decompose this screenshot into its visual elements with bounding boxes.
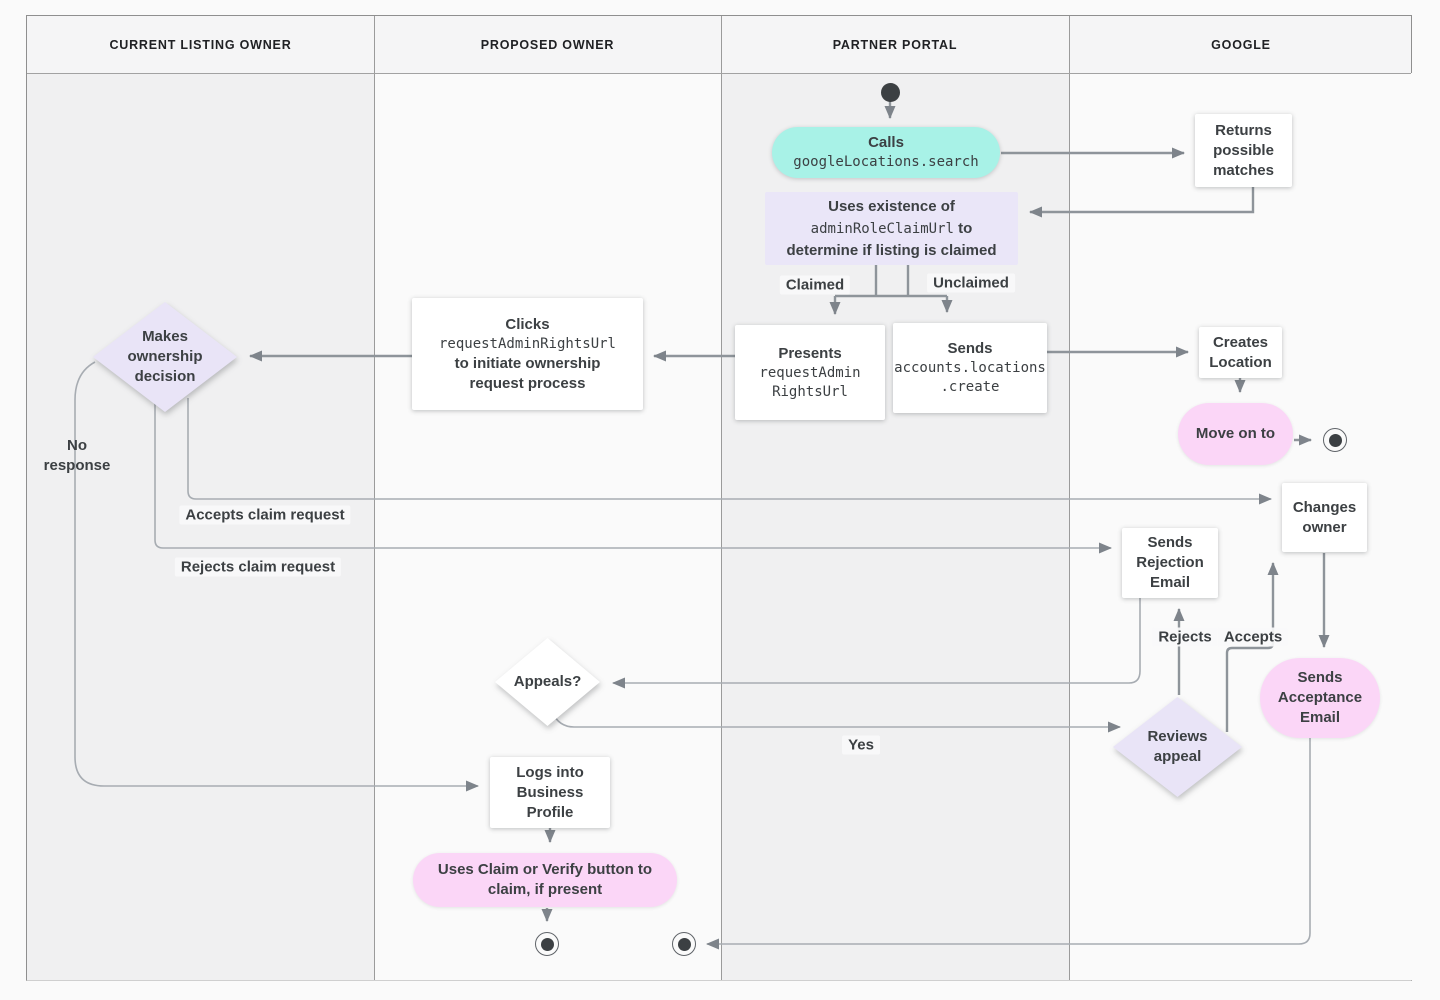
lane-divider — [1069, 16, 1070, 980]
lane-header-partner-portal: PARTNER PORTAL — [832, 37, 958, 52]
reviews-appeal-diamond: Reviews appeal — [1113, 697, 1242, 797]
node-title: Sends — [947, 340, 993, 357]
node-line: determine if listing is claimed — [786, 241, 997, 259]
makes-ownership-decision-diamond: Makes ownership decision — [93, 302, 237, 412]
node-line: Uses existence of — [828, 197, 955, 215]
sends-rejection-email-node: Sends Rejection Email — [1122, 528, 1218, 598]
node-code: adminRoleClaimUrl — [810, 220, 954, 237]
node-code: requestAdmin — [759, 364, 861, 381]
lane-header-google: GOOGLE — [1211, 37, 1271, 52]
node-code: googleLocations.search — [793, 154, 979, 170]
node-text: Reviews appeal — [1147, 728, 1208, 765]
creates-location-node: Creates Location — [1199, 327, 1282, 378]
end-node-dot — [540, 937, 554, 951]
node-text: Appeals? — [513, 673, 582, 690]
presents-request-admin-rights-url-node: Presents requestAdmin RightsUrl — [735, 325, 885, 420]
uses-claim-or-verify-node: Uses Claim or Verify button to claim, if… — [413, 853, 677, 907]
node-line: adminRoleClaimUrl to — [810, 219, 973, 237]
node-title: Presents — [778, 344, 842, 362]
edge-label-accepts-claim-request: Accepts claim request — [179, 505, 351, 525]
sends-accounts-locations-create-node: Sends accounts.locations .create — [893, 323, 1047, 413]
end-node-acceptance — [672, 932, 696, 956]
header-border — [27, 73, 1411, 74]
logs-into-business-profile-node: Logs into Business Profile — [490, 757, 610, 828]
edge-label-claimed: Claimed — [779, 275, 851, 295]
edge-label-rejects-claim-request: Rejects claim request — [174, 557, 342, 577]
node-text: Makes ownership decision — [127, 328, 203, 385]
lane-divider — [374, 16, 375, 980]
node-code: accounts.locations — [894, 360, 1046, 376]
node-code: RightsUrl — [772, 383, 848, 400]
lane-header-current-listing-owner: CURRENT LISTING OWNER — [109, 37, 292, 52]
clicks-request-admin-rights-url-node: Clicks requestAdminRightsUrl to initiate… — [412, 298, 643, 410]
node-text: Move on to — [1195, 425, 1276, 442]
lane-divider — [721, 16, 722, 980]
edge-label-unclaimed: Unclaimed — [927, 273, 1015, 293]
end-node-dot — [1328, 433, 1342, 447]
node-text: Changes owner — [1292, 498, 1357, 536]
node-code: .create — [940, 379, 1000, 395]
edge-label-accepts: Accepts — [1217, 627, 1289, 647]
start-node — [881, 83, 900, 102]
calls-google-locations-search-node: Calls googleLocations.search — [772, 127, 1000, 178]
node-title: Calls — [868, 134, 904, 151]
edge-label-yes: Yes — [842, 735, 880, 755]
lane-current-listing-owner — [27, 73, 374, 980]
node-text: Sends Rejection Email — [1136, 534, 1204, 591]
changes-owner-node: Changes owner — [1282, 483, 1367, 552]
lane-header-proposed-owner: PROPOSED OWNER — [480, 37, 615, 52]
edge-label-no-response: No response — [43, 437, 111, 474]
sends-acceptance-email-node: Sends Acceptance Email — [1260, 658, 1380, 738]
move-on-to-node: Move on to — [1178, 403, 1293, 465]
end-node-claim — [535, 932, 559, 956]
node-text: Logs into Business Profile — [516, 763, 584, 821]
node-code: requestAdminRightsUrl — [438, 335, 616, 352]
node-text: Uses Claim or Verify button to claim, if… — [437, 861, 653, 898]
lane-proposed-owner — [374, 73, 721, 980]
node-line: request process — [469, 374, 586, 392]
node-text: Returns possible matches — [1213, 121, 1274, 179]
appeals-diamond: Appeals? — [495, 638, 600, 726]
returns-possible-matches-node: Returns possible matches — [1195, 114, 1292, 187]
edge-label-rejects: Rejects — [1152, 627, 1218, 647]
end-node-move-on — [1323, 428, 1347, 452]
node-line: Clicks — [505, 315, 550, 333]
uses-existence-admin-role-claim-url-node: Uses existence of adminRoleClaimUrl to d… — [765, 192, 1018, 265]
node-line: to initiate ownership — [454, 354, 601, 372]
end-node-dot — [677, 937, 691, 951]
node-text: Sends Acceptance Email — [1277, 669, 1363, 726]
node-text: Creates Location — [1209, 333, 1272, 371]
